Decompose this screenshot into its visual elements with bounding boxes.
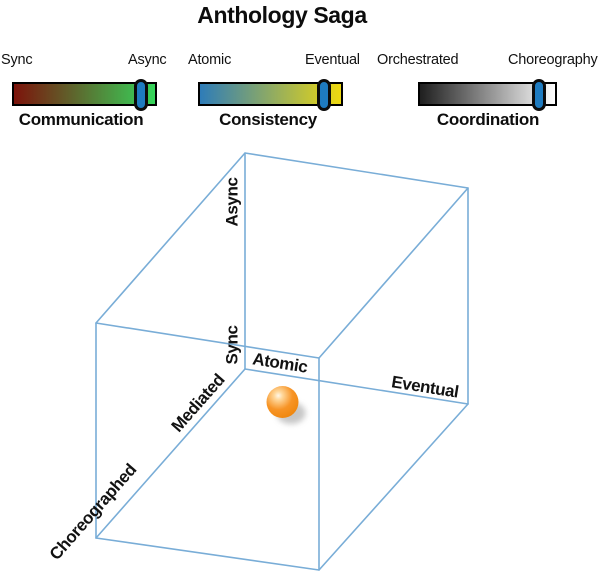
cube-top-face — [95, 152, 469, 359]
coordination-slider-thumb[interactable] — [531, 78, 546, 111]
coordination-left-label: Orchestrated — [377, 52, 459, 68]
axis-label-choreographed: Choreographed — [46, 460, 141, 564]
saga-position-sphere — [266, 386, 299, 418]
consistency-right-label: Eventual — [305, 52, 360, 68]
communication-slider-track[interactable] — [12, 78, 157, 111]
consistency-left-label: Atomic — [188, 52, 232, 68]
communication-left-label: Sync — [1, 52, 33, 68]
axis-label-sync: Sync — [223, 325, 242, 364]
coordination-slider-track[interactable] — [418, 78, 557, 111]
axis-label-atomic: Atomic — [251, 349, 309, 376]
cube-vertical-edges — [95, 152, 469, 571]
communication-slider-name: Communication — [18, 110, 144, 129]
communication-right-label: Async — [128, 52, 167, 68]
consistency-slider-name: Consistency — [219, 110, 317, 129]
axis-label-mediated: Mediated — [168, 370, 229, 435]
consistency-slider-track[interactable] — [198, 78, 343, 111]
coordination-right-label: Choreography — [508, 52, 598, 68]
coordination-slider-name: Coordination — [436, 110, 540, 129]
cube-bottom-edges — [95, 368, 469, 571]
figure-title: Anthology Saga — [197, 2, 367, 28]
consistency-slider-thumb[interactable] — [317, 78, 332, 111]
axis-label-async: Async — [223, 177, 242, 226]
cube-wireframe — [95, 152, 469, 571]
communication-slider-thumb[interactable] — [133, 78, 148, 111]
